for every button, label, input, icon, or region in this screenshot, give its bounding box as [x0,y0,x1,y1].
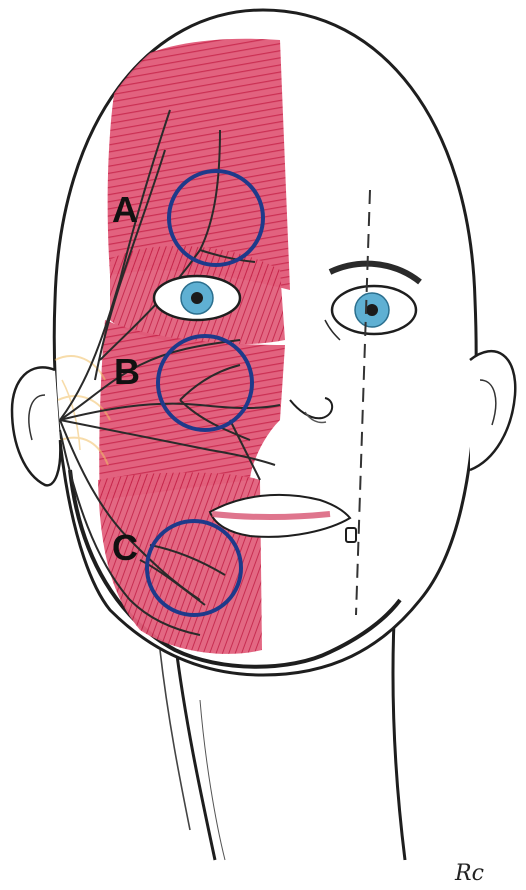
right-ear [470,351,515,470]
right-eye [332,286,416,334]
left-eye [154,276,240,320]
label-b: B [114,351,140,392]
label-a: A [112,189,138,230]
left-ear [12,367,60,485]
label-c: C [112,527,138,568]
artist-signature: Rc [454,861,484,886]
